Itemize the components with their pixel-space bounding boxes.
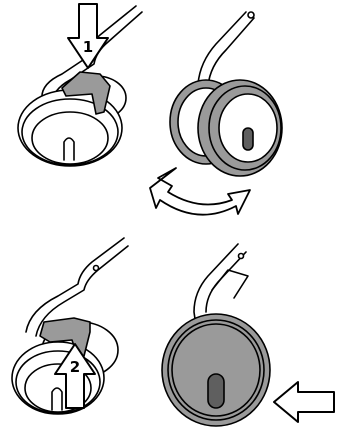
frame-joint [94, 266, 99, 271]
axle-slot [243, 128, 253, 150]
left-arrow-icon [274, 382, 334, 422]
panel-bottom-right [162, 244, 270, 426]
step-2-label: 2 [70, 358, 80, 376]
frame-joint [248, 12, 254, 18]
frame-joint [239, 254, 244, 259]
step-1-label: 1 [83, 38, 93, 56]
panel-top-right [170, 12, 282, 176]
axle-slot [208, 374, 224, 408]
wheel-hub-outer [12, 342, 104, 414]
